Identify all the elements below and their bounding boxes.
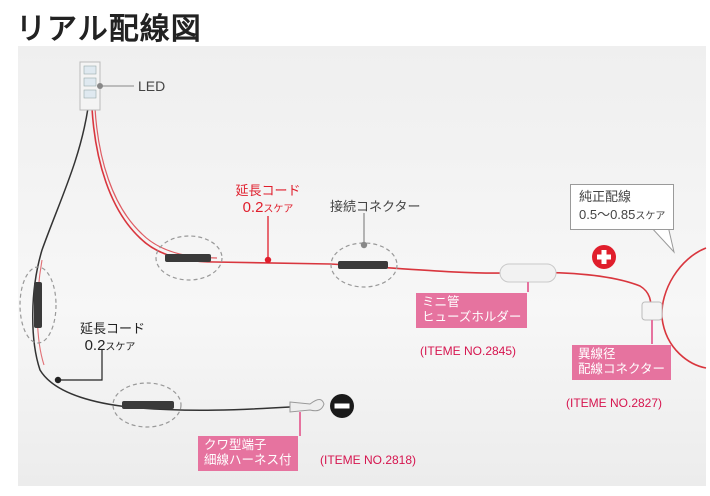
ext-cord-left-unit: スケア <box>105 342 136 353</box>
page-title: リアル配線図 <box>16 12 202 47</box>
led-chip <box>83 65 97 75</box>
terminal-item-no: (ITEME NO.2818) <box>320 453 417 467</box>
factory-wire-name: 純正配線 <box>579 189 632 204</box>
terminal-tag: クワ型端子 細線ハーネス付 <box>198 436 298 471</box>
diff-connector-line2: 配線コネクター <box>578 362 666 376</box>
led-label: LED <box>138 78 166 94</box>
fuse-holder <box>499 263 557 283</box>
ext-cord-top-dot <box>264 256 272 264</box>
led-chip <box>83 89 97 99</box>
terminal-line2: 細線ハーネス付 <box>204 453 292 467</box>
ext-cord-top-value: 0.2 <box>242 199 264 216</box>
ext-cord-left-leader <box>58 350 103 381</box>
diff-connector-tag: 異線径 配線コネクター <box>572 345 672 380</box>
led-chip <box>83 77 97 87</box>
diff-connector-line1: 異線径 <box>578 347 616 361</box>
connector-label: 接続コネクター <box>330 199 421 214</box>
factory-wire-unit: スケア <box>635 211 666 222</box>
ext-cord-left-dot <box>54 376 62 384</box>
splice-connector <box>338 261 388 269</box>
ext-cord-top-unit: スケア <box>263 204 294 215</box>
fuse-holder-item-no: (ITEME NO.2845) <box>420 344 517 358</box>
factory-wire-callout: 純正配線 0.5〜0.85スケア <box>570 184 675 230</box>
negative-wire <box>32 107 291 411</box>
factory-wire-value: 0.5〜0.85 <box>579 207 636 222</box>
connector-joint-highlight <box>330 242 398 288</box>
splice-connector <box>165 254 211 262</box>
connector-dot <box>360 241 368 249</box>
fuse-holder-line1: ミニ管 <box>422 295 460 309</box>
terminal-joint-highlight <box>112 382 182 428</box>
splice-connector <box>34 282 42 328</box>
ext-cord-top-name: 延長コード <box>235 183 301 198</box>
ext-cord-joint-highlight <box>155 235 223 281</box>
fuse-holder-line2: ヒューズホルダー <box>422 310 522 324</box>
diff-connector-item-no: (ITEME NO.2827) <box>566 396 663 410</box>
fuse-holder-tag: ミニ管 ヒューズホルダー <box>416 293 528 328</box>
ext-cord-left-value: 0.2 <box>84 337 106 354</box>
terminal-line1: クワ型端子 <box>204 438 267 452</box>
fork-terminal <box>289 399 325 413</box>
ext-cord-left-name: 延長コード <box>80 321 146 336</box>
positive-wire <box>91 107 652 311</box>
ext-cord-left-label: 延長コード 0.2スケア <box>80 318 146 354</box>
splice-connector <box>122 401 174 409</box>
left-ext-joint-highlight <box>19 266 57 344</box>
positive-wire-pair <box>94 107 218 259</box>
led-leader-dot <box>97 83 103 89</box>
ext-cord-top-label: 延長コード 0.2スケア <box>232 180 304 216</box>
diff-wire-connector <box>641 301 663 321</box>
